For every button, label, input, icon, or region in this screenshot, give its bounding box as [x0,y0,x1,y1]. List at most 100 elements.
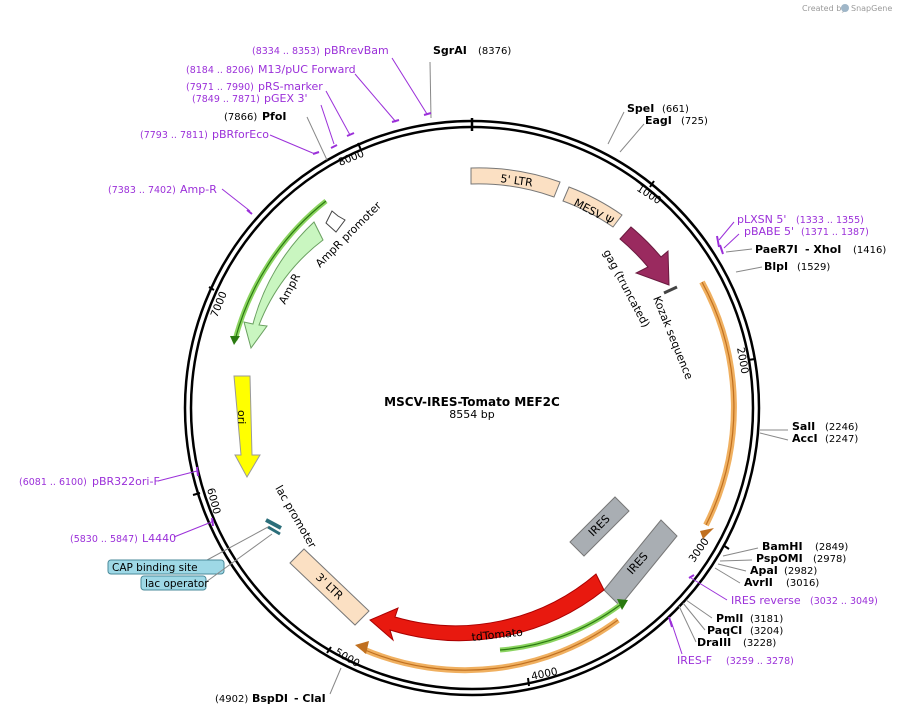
primer-label-pgex-3[interactable]: (7849 .. 7871) pGEX 3' [192,92,308,105]
site-label-avrii[interactable]: AvrII (3016) [744,576,819,589]
feature-3-ltr[interactable]: 3' LTR [289,548,370,626]
primer-label-m13-puc-forward[interactable]: (8184 .. 8206) M13/pUC Forward [186,63,356,76]
site-pos-pfoi: (7866) [224,112,257,123]
site-name-clai: - ClaI [294,692,326,705]
site-label-draiii[interactable]: DraIII (3228) [697,636,776,649]
regulatory-cap-binding-site[interactable]: CAP binding site [107,526,269,575]
site-label-paer7i-xhoi[interactable]: PaeR7I - XhoI (1416) [755,243,886,256]
orf-arrowhead-right [700,528,714,539]
orf-arc-green-left-line [234,200,327,341]
primer-label-plxsn-5[interactable]: pLXSN 5' (1333 .. 1355) [737,213,864,226]
tick-label-2000: 2000 [734,346,750,374]
site-pos-pspomi: (2978) [813,554,846,565]
primer-label-amp-r[interactable]: (7383 .. 7402) Amp-R [108,183,217,196]
site-pos-eagi: (725) [681,116,708,127]
site-name-bamhi: BamHI [762,540,803,553]
feature-ampr-promoter[interactable]: AmpR promoter [313,199,384,270]
site-pos-bamhi: (2849) [815,542,848,553]
site-label-eagi[interactable]: EagI (725) [645,114,708,127]
primer-name-pbr322ori: pBR322ori-F [92,475,160,488]
site-name-acci: AccI [792,432,818,445]
primer-name-pbabe: pBABE 5' [744,225,794,238]
primer-name-l4440: L4440 [142,532,176,545]
site-pos-draiii: (3228) [743,638,776,649]
primer-name-ires-reverse: IRES reverse [731,594,801,607]
site-label-paqci[interactable]: PaqCI (3204) [707,624,783,637]
primer-label-pbabe-5[interactable]: pBABE 5' (1371 .. 1387) [744,225,869,238]
site-name-eagi: EagI [645,114,672,127]
regulatory-cap-label: CAP binding site [112,562,198,574]
primer-pos-l4440: (5830 .. 5847) [70,534,138,545]
site-name-blpi: BlpI [764,260,788,273]
primer-pos-prs-marker: (7971 .. 7990) [186,82,254,93]
orf-arrowhead-green-left [230,336,240,345]
primer-label-pbrrevbam[interactable]: (8334 .. 8353) pBRrevBam [252,44,389,57]
scale-ticks [192,142,756,687]
primer-name-pgex: pGEX 3' [264,92,308,105]
primer-pos-ires-reverse: (3032 .. 3049) [810,596,878,607]
site-label-pmli[interactable]: PmlI (3181) [716,612,783,625]
primer-pos-pgex: (7849 .. 7871) [192,94,260,105]
orf-arrowhead-bottom [355,641,369,654]
feature-tdtomato[interactable]: tdTomato [369,573,605,644]
primer-pos-m13: (8184 .. 8206) [186,65,254,76]
site-label-pfoi[interactable]: (7866) PfoI [224,110,287,123]
plasmid-name: MSCV-IRES-Tomato MEF2C [384,395,560,409]
primer-name-ires-f: IRES-F [677,654,712,667]
primer-pos-ires-f: (3259 .. 3278) [726,656,794,667]
site-name-spei: SpeI [627,102,654,115]
primer-label-pbrforeco[interactable]: (7793 .. 7811) pBRforEco [140,128,269,141]
site-pos-acci: (2247) [825,434,858,445]
site-label-sali[interactable]: SalI (2246) [792,420,858,433]
primer-name-m13: M13/pUC Forward [258,63,356,76]
site-name-paqci: PaqCI [707,624,742,637]
feature-5-ltr[interactable]: 5' LTR [470,167,561,198]
primer-name-plxsn: pLXSN 5' [737,213,786,226]
site-label-acci[interactable]: AccI (2247) [792,432,858,445]
primer-label-ires-f[interactable]: IRES-F (3259 .. 3278) [677,654,794,667]
site-label-spei[interactable]: SpeI (661) [627,102,689,115]
primer-name-amp-r: Amp-R [180,183,217,196]
site-label-blpi[interactable]: BlpI (1529) [764,260,830,273]
tick-label-7000: 7000 [209,290,230,319]
feature-label-lac-promoter: lac promoter [272,483,319,551]
primer-name-pbrrevbam: pBRrevBam [324,44,389,57]
site-label-bamhi[interactable]: BamHI (2849) [762,540,848,553]
watermark-prefix: Created by [802,4,846,13]
tick-label-1000: 1000 [634,182,663,207]
feature-mesv-psi[interactable]: MESV Ψ [562,186,623,228]
feature-ori[interactable]: ori [233,375,261,479]
primer-name-prs-marker: pRS-marker [258,80,323,93]
primer-pos-pbabe: (1371 .. 1387) [801,227,869,238]
site-label-pspomi[interactable]: PspOMI (2978) [756,552,846,565]
site-name-paer7i: PaeR7I [755,243,798,256]
site-pos-apai: (2982) [784,566,817,577]
site-pos-spei: (661) [662,104,689,115]
site-label-sgrai[interactable]: SgrAI (8376) [433,44,511,57]
site-label-bspdi-clai[interactable]: (4902) BspDI - ClaI [215,692,326,705]
regulatory-lac-operator[interactable]: lac operator [140,533,273,591]
feature-kozak-sequence[interactable]: Kozak sequence [650,285,696,382]
site-pos-paqci: (3204) [750,626,783,637]
feature-label-kozak: Kozak sequence [650,294,695,381]
feature-lac-promoter[interactable]: lac promoter [265,483,319,551]
primer-label-ires-reverse[interactable]: IRES reverse (3032 .. 3049) [731,594,878,607]
tick-label-8000: 8000 [337,148,366,169]
snapgene-logo-icon [841,4,849,12]
site-pos-paer7i: (1416) [853,245,886,256]
primer-label-l4440[interactable]: (5830 .. 5847) L4440 [70,532,176,545]
primer-pos-amp-r: (7383 .. 7402) [108,185,176,196]
site-name-pfoi: PfoI [262,110,287,123]
feature-ires-outer[interactable]: IRES [603,519,678,607]
orf-arc-right-line [701,281,735,526]
feature-label-ori: ori [235,410,248,424]
site-name-sgrai: SgrAI [433,44,467,57]
primer-label-prs-marker[interactable]: (7971 .. 7990) pRS-marker [186,80,323,93]
primer-label-pbr322ori-f[interactable]: (6081 .. 6100) pBR322ori-F [19,475,160,488]
feature-label-tdtomato: tdTomato [471,626,524,644]
site-label-apai[interactable]: ApaI (2982) [750,564,817,577]
feature-ires-inner[interactable]: IRES [569,496,630,557]
site-pos-bspdi: (4902) [215,694,248,705]
orf-arc-green-bottom-line [499,604,621,651]
